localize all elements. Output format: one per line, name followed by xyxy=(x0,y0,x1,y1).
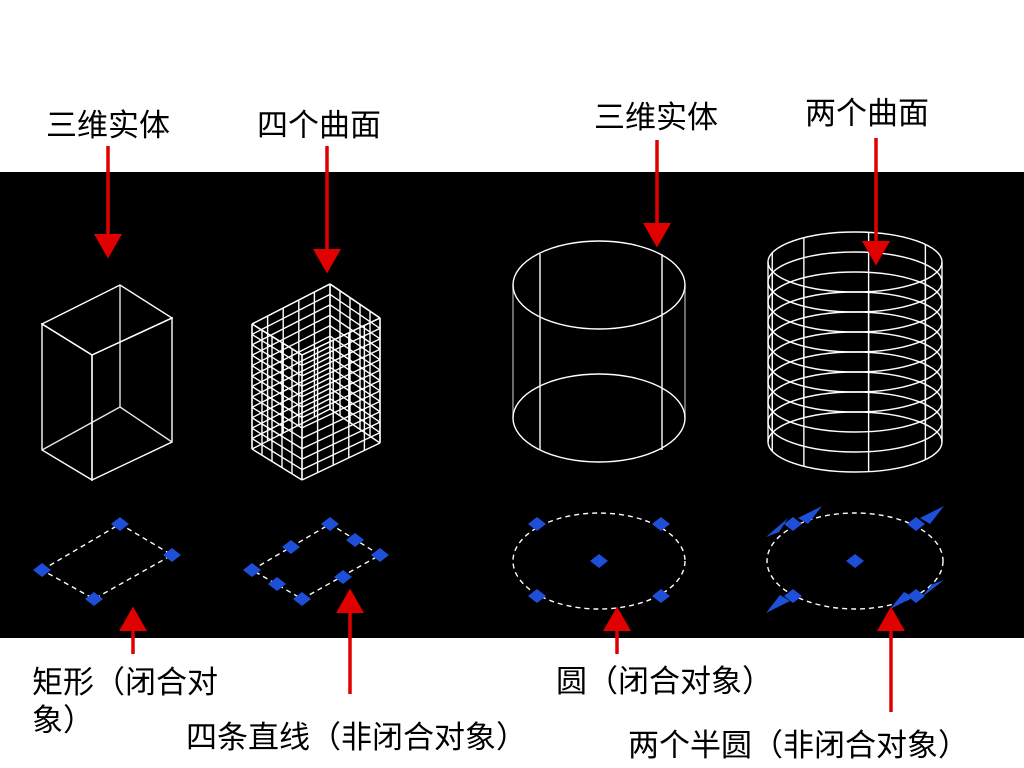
grips xyxy=(33,506,944,613)
blue-grip-icon xyxy=(890,592,914,609)
blue-grip-icon xyxy=(798,506,822,524)
blue-grip-icon xyxy=(590,554,608,568)
blue-grip-icon xyxy=(321,517,339,531)
label-circle: 圆（闭合对象） xyxy=(556,664,773,700)
blue-grip-icon xyxy=(111,517,129,531)
blue-grip-icon xyxy=(528,589,546,603)
blue-grip-icon xyxy=(346,533,364,547)
label-rectangle: 矩形（闭合对象） xyxy=(32,665,218,739)
label-solid-2: 三维实体 xyxy=(594,100,718,136)
label-two-surfaces: 两个曲面 xyxy=(805,96,929,132)
blue-grip-icon xyxy=(282,540,300,554)
blue-grip-icon xyxy=(268,577,286,591)
blue-grip-icon xyxy=(766,595,790,613)
four-surfaces-wireframe xyxy=(251,283,381,481)
blue-grip-icon xyxy=(334,570,352,584)
label-four-surfaces: 四个曲面 xyxy=(257,108,381,144)
circle-outline xyxy=(512,512,686,610)
two-surfaces-wireframe xyxy=(767,231,943,473)
blue-grip-icon xyxy=(784,589,802,603)
two-semicircles-outline xyxy=(766,512,944,610)
blue-grip-icon xyxy=(85,592,103,606)
solid-box-wireframe xyxy=(40,284,174,482)
drawing-canvas xyxy=(0,172,1024,638)
blue-grip-icon xyxy=(371,548,389,562)
label-solid-1: 三维实体 xyxy=(46,108,170,144)
blue-grip-icon xyxy=(846,554,864,568)
blue-grip-icon xyxy=(907,517,925,531)
blue-grip-icon xyxy=(163,548,181,562)
blue-grip-icon xyxy=(922,580,944,597)
blue-grip-icon xyxy=(920,506,944,524)
blue-grip-icon xyxy=(243,563,261,577)
blue-grip-icon xyxy=(907,589,925,603)
blue-grip-icon xyxy=(33,563,51,577)
blue-grip-icon xyxy=(652,517,670,531)
rectangle-outline xyxy=(40,523,174,600)
blue-grip-icon xyxy=(766,518,788,537)
label-four-lines: 四条直线（非闭合对象） xyxy=(186,720,527,756)
blue-grip-icon xyxy=(293,592,311,606)
label-two-semicircles: 两个半圆（非闭合对象） xyxy=(628,728,969,764)
blue-grip-icon xyxy=(784,517,802,531)
blue-grip-icon xyxy=(652,589,670,603)
blue-grip-icon xyxy=(528,517,546,531)
solid-cylinder-wireframe xyxy=(512,240,686,463)
bottom-row-shapes xyxy=(40,512,944,610)
four-lines-outline xyxy=(250,523,382,600)
